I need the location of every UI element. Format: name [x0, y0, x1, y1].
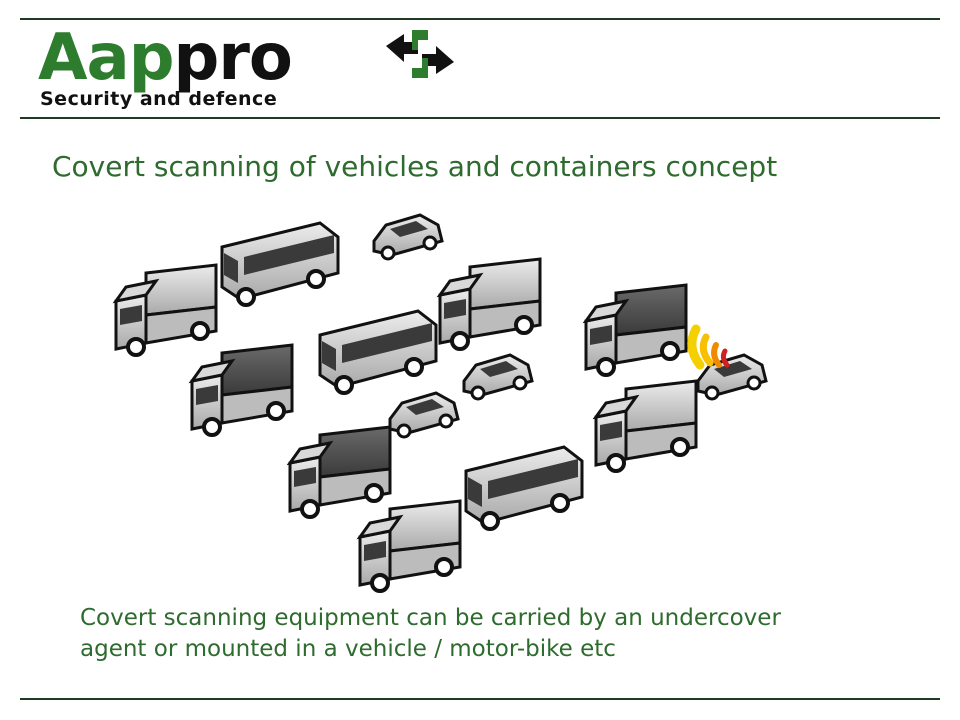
- truck-icon: [438, 257, 542, 351]
- truck-icon: [114, 263, 218, 357]
- aappro-arrows-logo-icon: [386, 30, 454, 78]
- header-divider: [20, 117, 940, 119]
- car-icon: [372, 213, 444, 261]
- truck-icon: [584, 283, 688, 377]
- logo-tagline: Security and defence: [40, 88, 278, 110]
- aappro-logo: Aappro Security and defence: [38, 21, 468, 114]
- car-icon: [462, 353, 534, 401]
- scan-signal-icon: [687, 324, 730, 370]
- car-icon: [388, 391, 460, 439]
- bottom-divider: [20, 698, 940, 700]
- caption-line-1: Covert scanning equipment can be carried…: [80, 605, 781, 631]
- bus-icon: [220, 221, 340, 307]
- truck-icon: [358, 499, 462, 593]
- slide-caption: Covert scanning equipment can be carried…: [80, 603, 781, 665]
- truck-icon: [594, 379, 698, 473]
- vehicles-illustration: [114, 213, 768, 593]
- logo-word-black: pro: [173, 21, 293, 95]
- truck-icon: [190, 343, 294, 437]
- bus-icon: [318, 309, 438, 395]
- slide-title: Covert scanning of vehicles and containe…: [52, 150, 778, 183]
- logo-word-green: Aap: [38, 21, 175, 95]
- caption-line-2: agent or mounted in a vehicle / motor-bi…: [80, 636, 616, 662]
- truck-icon: [288, 425, 392, 519]
- logo-wordmark: Aappro: [38, 18, 293, 98]
- top-divider: [20, 18, 940, 20]
- bus-icon: [464, 445, 584, 531]
